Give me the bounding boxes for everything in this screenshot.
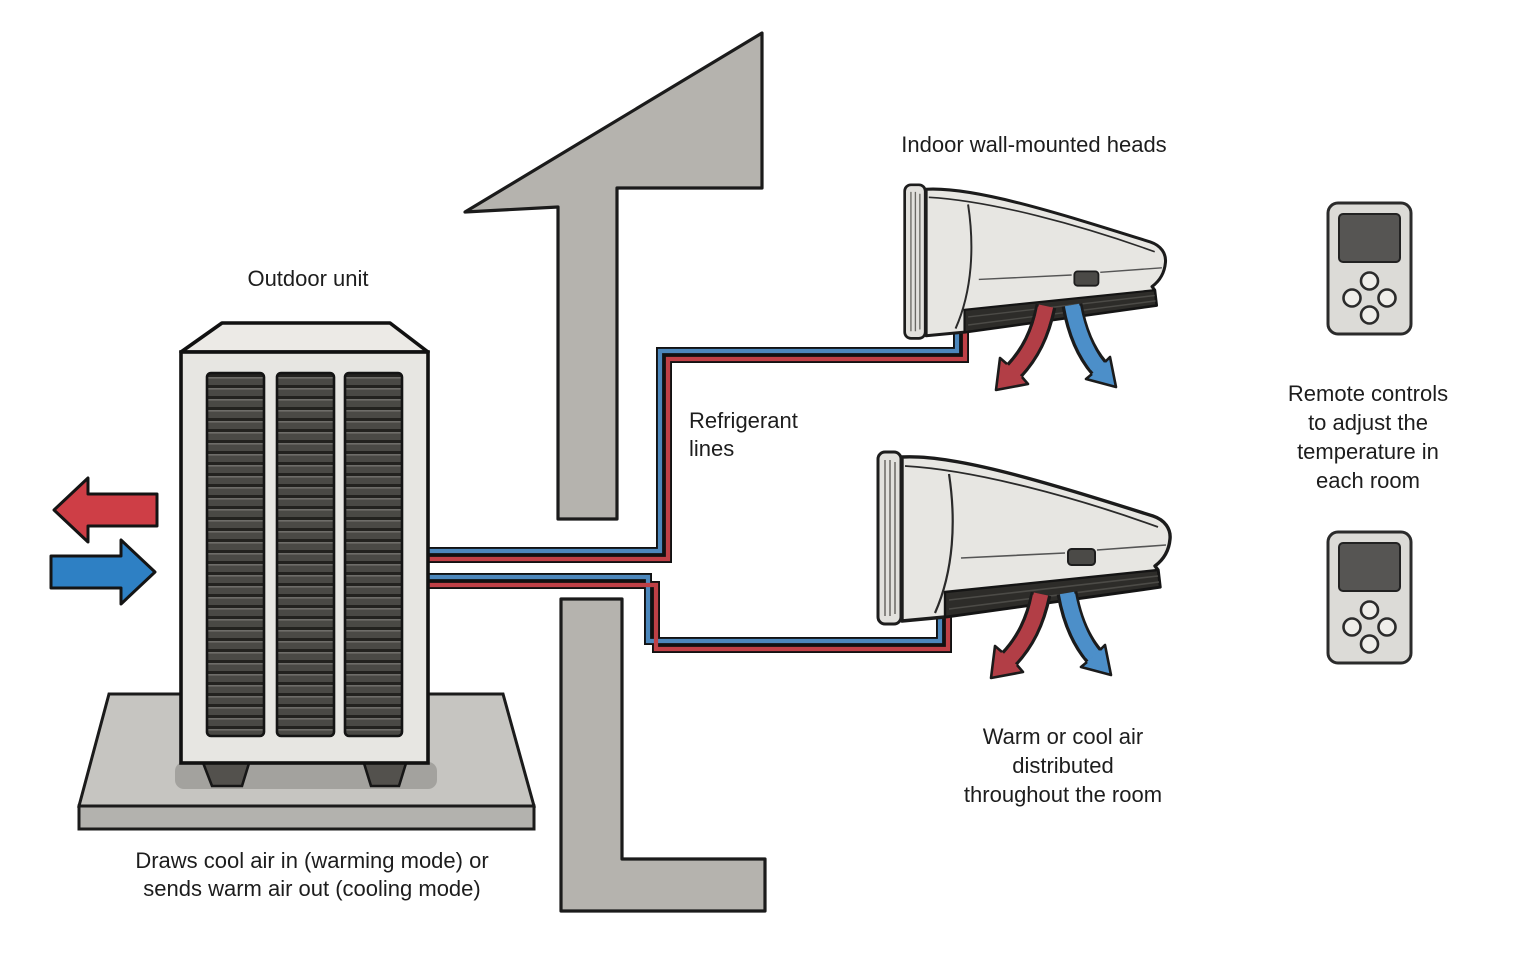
remote-controls-label: Remote controls to adjust the temperatur… (1287, 381, 1449, 493)
warm-cool-air-label: Warm or cool air distributed throughout … (963, 724, 1163, 807)
indoor-head-2 (876, 450, 1172, 626)
remote-control-2 (1326, 530, 1413, 665)
outdoor-unit-label: Outdoor unit (247, 266, 369, 291)
outdoor-function-label: Draws cool air in (warming mode) or send… (135, 848, 489, 901)
outdoor-unit-top (179, 321, 430, 354)
outdoor-unit (179, 321, 430, 788)
house-wall-lower (559, 597, 767, 913)
warm-air-out-arrow (52, 476, 159, 544)
refrigerant-lines-label: Refrigerant lines (689, 408, 798, 461)
outdoor-unit-louvers (205, 371, 404, 738)
indoor-heads-label: Indoor wall-mounted heads (901, 132, 1167, 157)
house-wall-upper (463, 31, 764, 521)
remote-control-1 (1326, 201, 1413, 336)
refrigerant-line-upper (426, 327, 969, 563)
refrigerant-line-lower (426, 573, 952, 653)
cool-air-in-arrow (49, 538, 157, 606)
